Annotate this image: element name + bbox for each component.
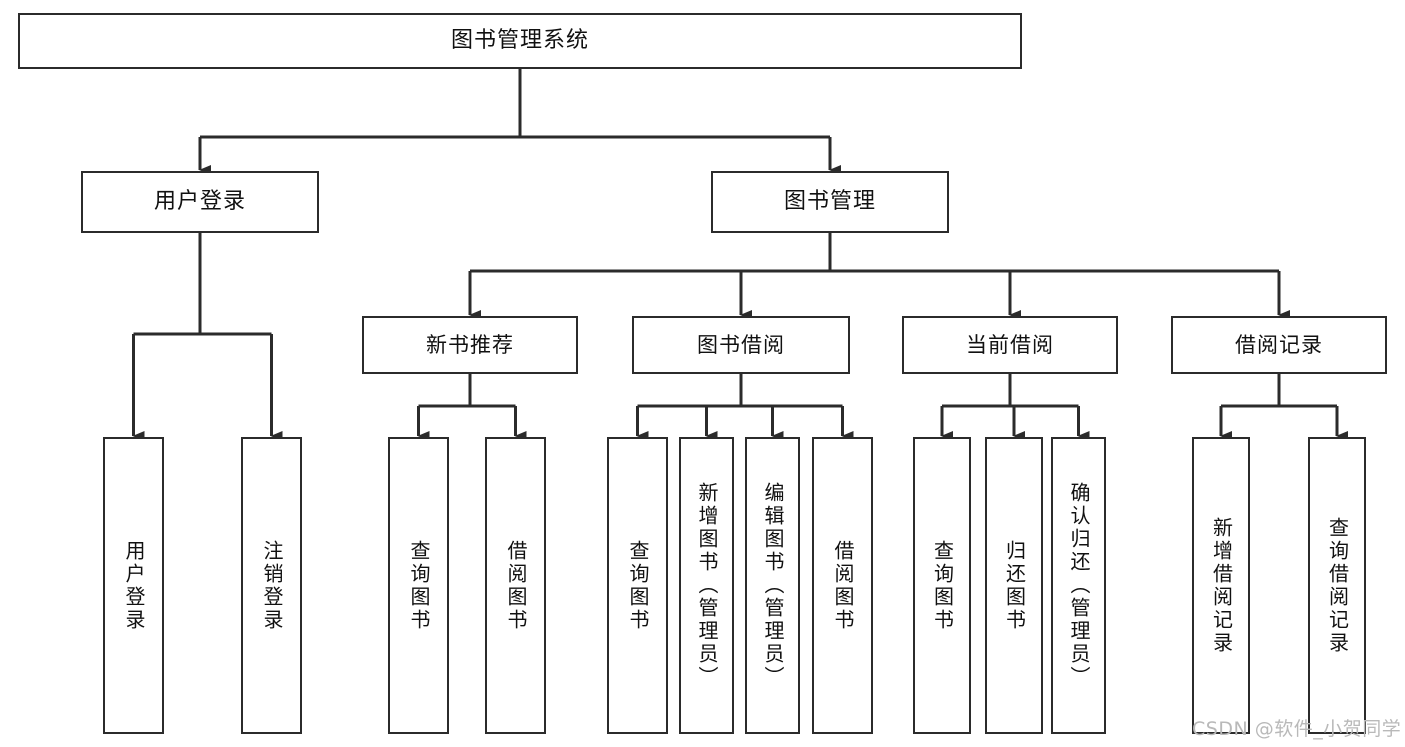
node-leaf-query-borrow-record[interactable]: 查询借阅记录 bbox=[1308, 437, 1366, 734]
node-label-borrow-record: 借阅记录 bbox=[1235, 332, 1323, 357]
node-label-current-borrow: 当前借阅 bbox=[966, 332, 1054, 357]
node-leaf-user-logout[interactable]: 注销登录 bbox=[241, 437, 302, 734]
node-label-leaf-confirm-return: 确认归还（管理员） bbox=[1067, 482, 1091, 689]
node-leaf-query-book-recommend[interactable]: 查询图书 bbox=[388, 437, 449, 734]
node-label-leaf-return-book: 归还图书 bbox=[1002, 539, 1027, 632]
node-leaf-query-book-current[interactable]: 查询图书 bbox=[913, 437, 971, 734]
node-book-borrow[interactable]: 图书借阅 bbox=[632, 316, 850, 374]
node-label-book-manage: 图书管理 bbox=[783, 189, 876, 215]
node-new-book-recommend[interactable]: 新书推荐 bbox=[362, 316, 578, 374]
node-label-user-login: 用户登录 bbox=[153, 189, 246, 215]
node-leaf-borrow-book-recommend[interactable]: 借阅图书 bbox=[485, 437, 546, 734]
node-label-book-borrow: 图书借阅 bbox=[697, 332, 785, 357]
node-leaf-add-book[interactable]: 新增图书（管理员） bbox=[679, 437, 734, 734]
node-label-leaf-query-borrow-record: 查询借阅记录 bbox=[1325, 516, 1350, 655]
node-current-borrow[interactable]: 当前借阅 bbox=[902, 316, 1118, 374]
node-label-leaf-query-book-borrow: 查询图书 bbox=[626, 539, 650, 632]
node-user-login[interactable]: 用户登录 bbox=[81, 171, 319, 233]
node-leaf-add-borrow-record[interactable]: 新增借阅记录 bbox=[1192, 437, 1250, 734]
node-label-leaf-add-book: 新增图书（管理员） bbox=[695, 482, 719, 689]
node-label-leaf-query-book-current: 查询图书 bbox=[930, 539, 955, 632]
node-label-new-book-recommend: 新书推荐 bbox=[426, 332, 514, 357]
node-label-leaf-user-logout: 注销登录 bbox=[260, 539, 284, 632]
node-leaf-edit-book[interactable]: 编辑图书（管理员） bbox=[745, 437, 800, 734]
node-book-manage[interactable]: 图书管理 bbox=[711, 171, 949, 233]
node-label-root: 图书管理系统 bbox=[450, 28, 589, 54]
node-label-leaf-query-book-recommend: 查询图书 bbox=[407, 539, 431, 632]
node-leaf-confirm-return[interactable]: 确认归还（管理员） bbox=[1051, 437, 1106, 734]
node-label-leaf-add-borrow-record: 新增借阅记录 bbox=[1209, 516, 1234, 655]
node-leaf-borrow-book[interactable]: 借阅图书 bbox=[812, 437, 873, 734]
node-label-leaf-borrow-book-recommend: 借阅图书 bbox=[504, 539, 528, 632]
node-leaf-user-login[interactable]: 用户登录 bbox=[103, 437, 164, 734]
node-leaf-query-book-borrow[interactable]: 查询图书 bbox=[607, 437, 668, 734]
node-label-leaf-user-login: 用户登录 bbox=[122, 539, 146, 632]
node-borrow-record[interactable]: 借阅记录 bbox=[1171, 316, 1387, 374]
node-root[interactable]: 图书管理系统 bbox=[18, 13, 1022, 69]
node-label-leaf-edit-book: 编辑图书（管理员） bbox=[761, 482, 785, 689]
node-leaf-return-book[interactable]: 归还图书 bbox=[985, 437, 1043, 734]
edge-group bbox=[132, 69, 1348, 441]
node-label-leaf-borrow-book: 借阅图书 bbox=[831, 539, 855, 632]
